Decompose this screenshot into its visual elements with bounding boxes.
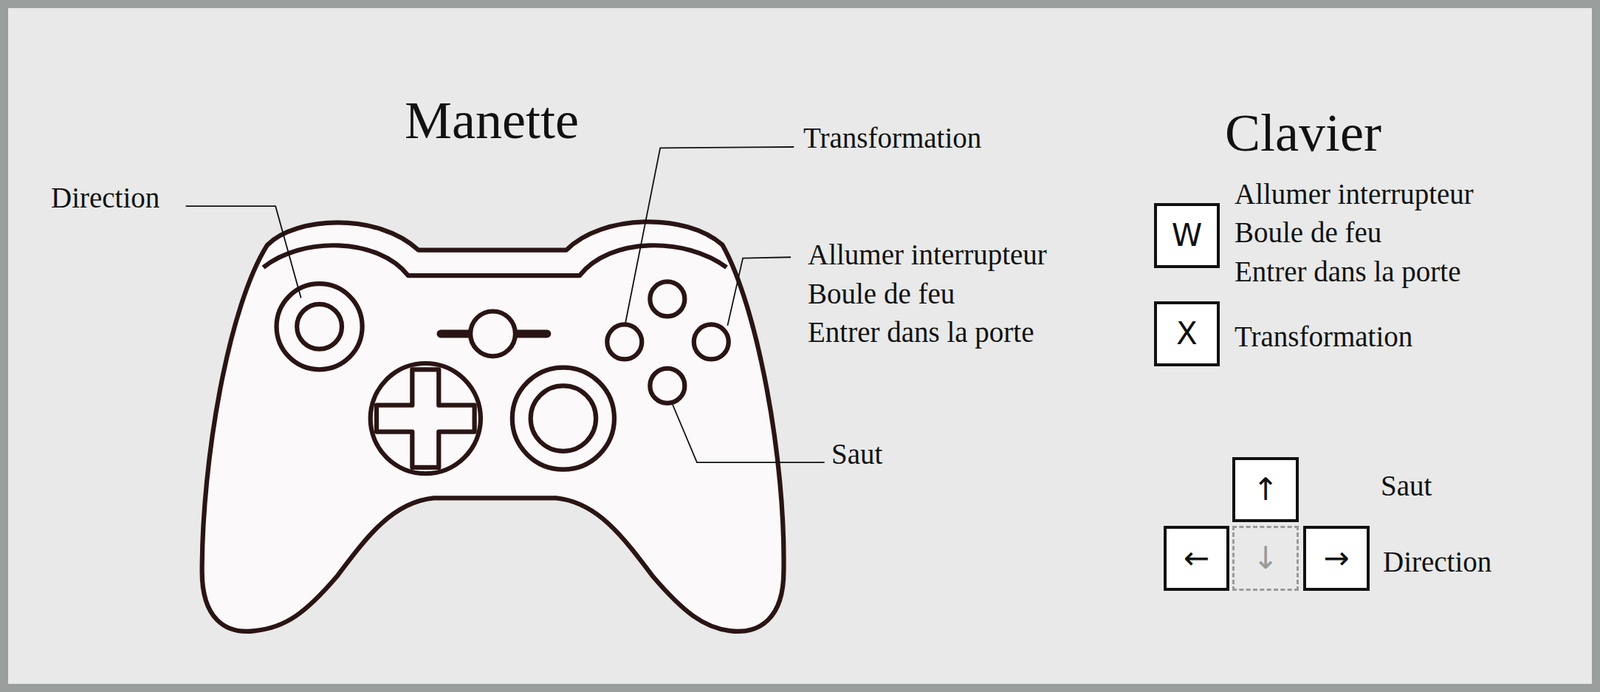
control-label: Allumer interrupteur — [1234, 177, 1474, 212]
control-label: Direction — [1382, 545, 1492, 579]
key-cap: X — [1154, 301, 1220, 367]
left-stick — [276, 283, 363, 370]
face-button — [606, 324, 642, 359]
control-label: Entrer dans la porte — [807, 316, 1034, 350]
section-heading: Clavier — [1224, 102, 1382, 164]
face-button — [694, 324, 729, 359]
key-label: W — [1171, 220, 1203, 252]
control-label: Saut — [831, 437, 883, 472]
right-stick — [512, 367, 615, 470]
control-label: Entrer dans la porte — [1234, 255, 1461, 289]
dpad-ring — [370, 363, 481, 474]
controller-body — [202, 221, 785, 632]
leader-line — [672, 403, 825, 463]
control-label: Transformation — [803, 121, 982, 156]
key-label: X — [1176, 318, 1198, 350]
left-stick-cap — [296, 304, 342, 350]
center-button — [470, 311, 516, 357]
key-label: → — [1323, 542, 1349, 574]
key-cap: ↓ — [1232, 525, 1299, 591]
dpad-cross — [376, 369, 475, 468]
control-label: Saut — [1380, 469, 1432, 503]
key-cap: → — [1303, 525, 1370, 591]
key-cap: ← — [1163, 525, 1230, 591]
key-label: ← — [1183, 542, 1210, 574]
control-label: Transformation — [1234, 320, 1413, 354]
right-stick-cap — [530, 385, 596, 451]
control-label: Direction — [50, 181, 160, 215]
bumper-line — [263, 245, 727, 276]
key-cap: ↑ — [1232, 457, 1299, 523]
key-label: ↓ — [1252, 542, 1279, 574]
key-cap: W — [1154, 203, 1220, 269]
key-label: ↑ — [1252, 474, 1279, 506]
control-label: Boule de feu — [807, 277, 955, 311]
section-heading: Manette — [404, 90, 579, 152]
leader-line — [727, 256, 791, 326]
face-button — [649, 368, 685, 404]
leader-line — [186, 205, 302, 298]
control-label: Allumer interrupteur — [807, 238, 1047, 272]
leader-line — [625, 146, 794, 323]
control-label: Boule de feu — [1234, 216, 1382, 250]
face-button — [649, 281, 685, 317]
